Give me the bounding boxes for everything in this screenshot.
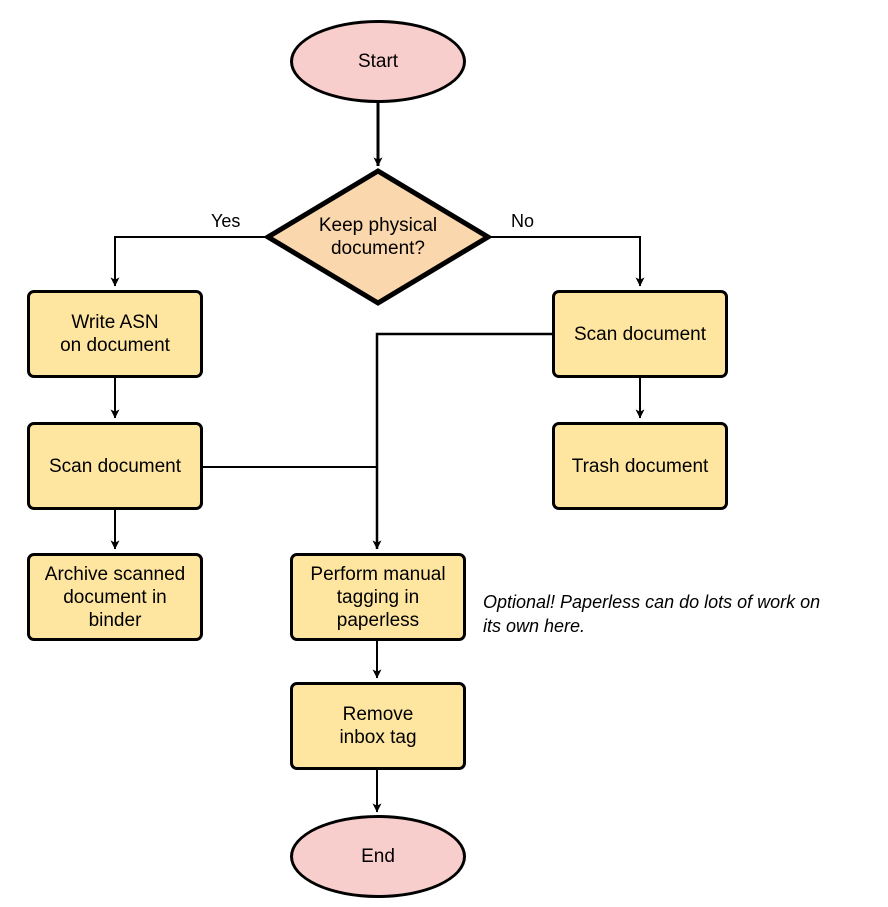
edge-scan-right-to-manual-tagging [372,332,552,550]
node-remove-inbox-tag[interactable]: Remove inbox tag [290,682,466,770]
node-trash-document-label: Trash document [571,455,709,477]
node-write-asn-on-document-label: Write ASN on document [60,312,170,356]
node-scan-document-right[interactable]: Scan document [552,290,728,378]
node-write-asn-on-document[interactable]: Write ASN on document [27,290,203,378]
diamond-shape [265,168,491,306]
edge-decision-no-to-scan-right [490,236,645,287]
node-keep-physical-document-label: Keep physical document? [318,215,438,259]
annotation-optional-note: Optional! Paperless can do lots of work … [483,592,821,636]
node-scan-document-left[interactable]: Scan document [27,422,203,510]
node-perform-manual-tagging-in-paperless[interactable]: Perform manual tagging in paperless [290,553,466,641]
node-trash-document[interactable]: Trash document [552,422,728,510]
node-keep-physical-document[interactable]: Keep physical document? [265,168,491,306]
node-start[interactable]: Start [290,20,466,103]
node-remove-inbox-tag-label: Remove inbox tag [339,704,417,748]
node-start-label: Start [357,51,399,72]
node-perform-manual-tagging-in-paperless-label: Perform manual tagging in paperless [310,563,446,631]
node-archive-scanned-document-in-binder[interactable]: Archive scanned document in binder [27,553,203,641]
node-scan-document-left-label: Scan document [48,455,182,477]
node-end-label: End [361,846,395,867]
node-archive-scanned-document-in-binder-label: Archive scanned document in binder [44,563,186,631]
edge-decision-yes-to-write-asn [110,236,266,287]
edge-label-no: No [508,211,538,232]
node-scan-document-right-label: Scan document [573,323,707,345]
node-end[interactable]: End [290,815,466,898]
edge-label-yes: Yes [208,211,244,232]
